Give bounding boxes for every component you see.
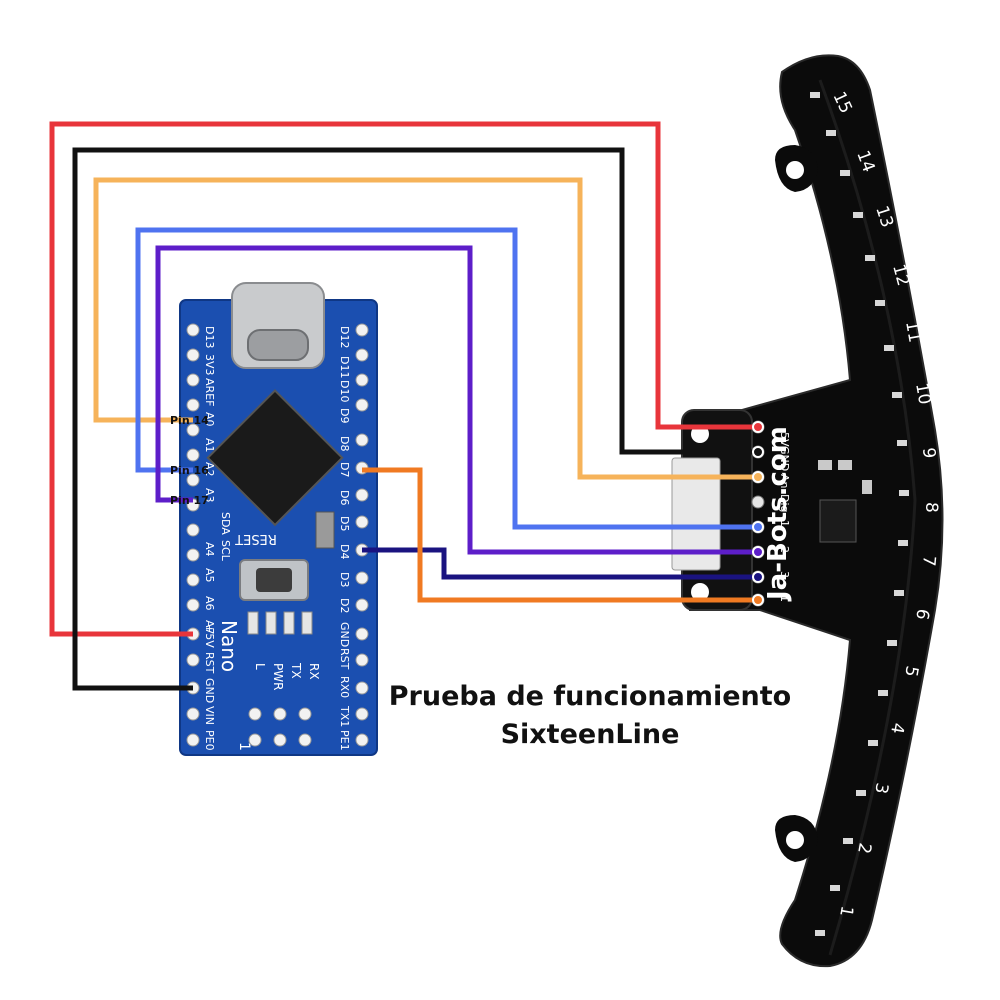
pin-label-left: A4 (203, 542, 216, 557)
pin-label-right: D4 (338, 544, 351, 559)
sensor-component (838, 460, 852, 470)
pin-label-left: A1 (203, 438, 216, 453)
usb-c-port (247, 329, 309, 361)
sensor-number: 10 (911, 381, 934, 406)
sensor-number: 1 (835, 904, 857, 918)
reset-button-cap[interactable] (256, 568, 292, 592)
sensor-number: 7 (918, 555, 939, 568)
pin-label-right: D6 (338, 490, 351, 505)
corner-label: 1 (236, 742, 252, 751)
wire-s1 (362, 467, 758, 603)
mount-hole-bottom (786, 831, 804, 849)
conn-label-an: An (778, 474, 791, 489)
sensor-number: 5 (900, 664, 922, 678)
pin-label-left: A6 (203, 596, 216, 611)
pin-label-left: A0 (203, 412, 216, 427)
sixteenline-sensor-board: Ja-Bots.com 5V GND An Dig 1 2 3 1 1 2 3 … (671, 54, 944, 968)
crystal (315, 511, 335, 549)
mount-hole-top (786, 161, 804, 179)
conn-label-2: 2 (778, 546, 791, 553)
pin-label-left: 3V3 (203, 354, 216, 376)
conn-label-5v: 5V (778, 432, 791, 447)
wire-analog (93, 177, 758, 480)
sensor-number: 3 (870, 781, 892, 795)
wire-digital (135, 227, 758, 530)
conn-label-3: 3 (778, 571, 791, 578)
wire-end-markers (752, 421, 764, 606)
wire-s3 (362, 547, 758, 580)
pin-label-right: D7 (338, 462, 351, 477)
pin-label-left: A3 (203, 488, 216, 503)
pin-label-left: A5 (203, 568, 216, 583)
sensor-number: 4 (886, 721, 908, 735)
pin-label-right: RX0 (338, 676, 351, 698)
pin-label-right: D3 (338, 572, 351, 587)
nano-board-name: Nano (217, 620, 241, 672)
pin-label-left: SCL (219, 540, 232, 562)
led-label-pwr: PWR (271, 663, 285, 690)
pin-label-right: D10 (338, 380, 351, 402)
wires (49, 121, 758, 691)
connector-housing (671, 457, 721, 571)
conn-label-dig: Dig (778, 494, 791, 513)
pin-label-left: A7 (203, 620, 216, 635)
sensor-inner-stripe (818, 79, 917, 956)
led-label-tx: TX (289, 662, 303, 679)
pin-label-left: RST (203, 652, 216, 674)
sensor-component (862, 480, 872, 494)
sensor-board-outline (689, 54, 944, 968)
mcu-chip (206, 389, 344, 527)
pin-label-left: SDA (219, 512, 232, 535)
pin-label-right: TX1 (338, 705, 351, 727)
pin-label-right: RST (338, 648, 351, 670)
pin-label-left: PE0 (203, 730, 216, 751)
sensor-number: 6 (911, 607, 933, 621)
wire-label-pin16: Pin 16 (170, 464, 209, 477)
pin-label-right: D8 (338, 436, 351, 451)
led-label-rx: RX (307, 663, 321, 680)
nano-bottom-header (248, 707, 312, 747)
conn-label-1b: 1 (778, 595, 791, 602)
pin-label-left: +5V (203, 624, 216, 648)
caption-title: Prueba de funcionamiento (388, 681, 792, 712)
pin-label-left: AREF (203, 378, 216, 406)
pin-label-left: VIN (203, 706, 216, 725)
sensor-chip (819, 499, 857, 543)
wire-label-pin14: Pin 14 (170, 414, 209, 427)
pin-label-right: D9 (338, 408, 351, 423)
arduino-nano-board: RESET L PWR TX RX Nano 1 (179, 282, 378, 756)
pin-label-right: D11 (338, 356, 351, 378)
status-leds (247, 611, 313, 635)
conn-label-1a: 1 (778, 520, 791, 527)
wire-gnd (72, 147, 758, 691)
pin-label-right: D12 (338, 326, 351, 348)
nano-left-header (186, 323, 200, 747)
wire-s2 (155, 245, 758, 555)
pin-label-right: GND (338, 622, 351, 647)
wire-label-pin17: Pin 17 (170, 494, 209, 507)
sensor-number: 8 (921, 502, 941, 513)
conn-label-gnd: GND (778, 446, 791, 471)
caption-subtitle: SixteenLine (500, 719, 680, 750)
sensor-number: 11 (901, 319, 924, 344)
pin-label-right: D2 (338, 598, 351, 613)
reset-label: RESET (235, 531, 277, 546)
pin-label-right: PE1 (338, 730, 351, 751)
ir-sensor-row (810, 92, 909, 936)
led-label-l: L (253, 663, 267, 670)
connector-hole-bottom (691, 583, 709, 601)
pin-label-left: A2 (203, 462, 216, 477)
sensor-brand: Ja-Bots.com (763, 426, 793, 602)
sensor-component (818, 460, 832, 470)
sensor-number: 9 (918, 447, 939, 460)
pin-label-right: D5 (338, 516, 351, 531)
sensor-number: 2 (853, 841, 875, 855)
nano-right-header (355, 323, 369, 747)
pin-label-left: D13 (203, 326, 216, 348)
pin-label-left: GND (203, 678, 216, 703)
